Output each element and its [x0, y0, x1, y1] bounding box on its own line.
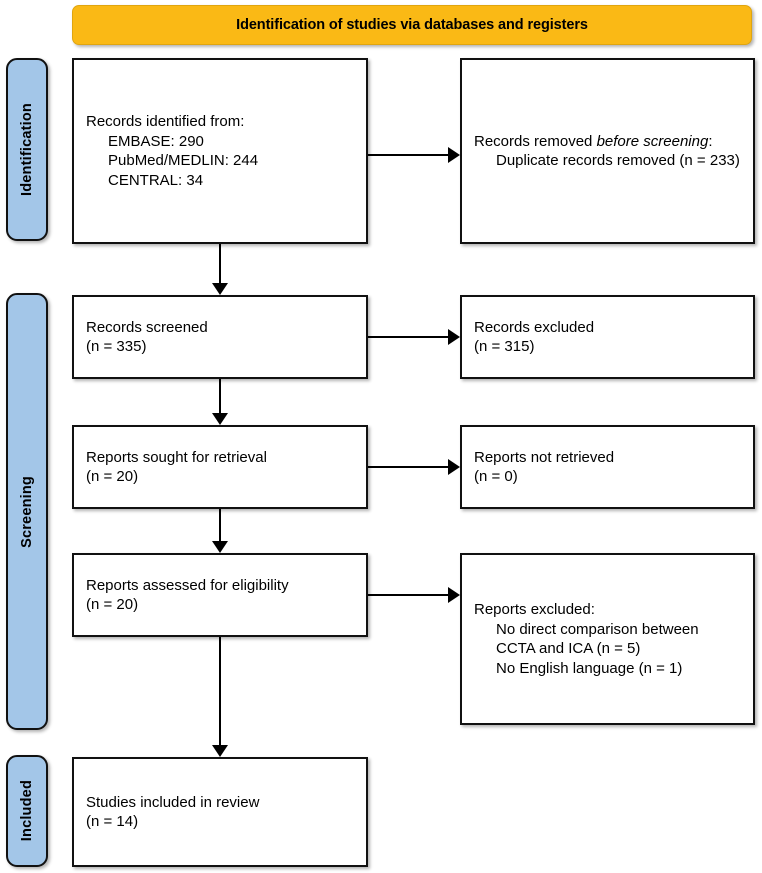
- box-records-removed-title-post: :: [708, 132, 713, 150]
- box-records-screened-count: (n = 335): [86, 338, 147, 355]
- arrowhead-screened-to-sought: [212, 413, 228, 425]
- box-records-removed-title-italic: before screening: [596, 132, 709, 150]
- arrowhead-assessed-to-included: [212, 745, 228, 757]
- connector-assessed-to-included: [219, 637, 222, 745]
- phase-tab-screening: Screening: [6, 293, 48, 730]
- box-records-screened: Records screened (n = 335): [72, 295, 368, 379]
- box-records-excluded-title: Records excluded: [474, 318, 595, 336]
- phase-banner-label: Identification of studies via databases …: [236, 17, 588, 33]
- phase-tab-identification-label: Identification: [19, 102, 35, 197]
- phase-banner-identification: Identification of studies via databases …: [72, 5, 752, 45]
- connector-identified-to-removed: [368, 154, 448, 157]
- arrowhead-sought-to-not-retrieved: [448, 459, 460, 475]
- box-records-excluded: Records excluded (n = 315): [460, 295, 755, 379]
- box-records-identified-item-embase: EMBASE: 290: [108, 132, 204, 150]
- box-records-removed-title-pre: Records removed: [474, 132, 597, 150]
- box-reports-excluded-item-no-direct-comparison: No direct comparison between CCTA and IC…: [496, 620, 699, 658]
- box-records-identified: Records identified from: EMBASE: 290 Pub…: [72, 58, 368, 244]
- box-studies-included-in-review: Studies included in review (n = 14): [72, 757, 368, 867]
- connector-identified-to-screened: [219, 244, 222, 283]
- arrowhead-identified-to-removed: [448, 147, 460, 163]
- arrowhead-sought-to-assessed: [212, 541, 228, 553]
- connector-sought-to-not-retrieved: [368, 466, 448, 469]
- connector-assessed-to-reports-excluded: [368, 594, 448, 597]
- box-records-screened-title: Records screened: [86, 318, 208, 336]
- box-reports-excluded: Reports excluded: No direct comparison b…: [460, 553, 755, 725]
- box-records-removed-title: Records removed before screening:: [474, 132, 741, 152]
- arrowhead-identified-to-screened: [212, 283, 228, 295]
- box-studies-included-count: (n = 14): [86, 813, 139, 830]
- box-reports-not-retrieved: Reports not retrieved (n = 0): [460, 425, 755, 509]
- box-records-removed-item-duplicates: Duplicate records removed (n = 233): [496, 152, 740, 169]
- connector-sought-to-assessed: [219, 509, 222, 541]
- box-reports-sought-title: Reports sought for retrieval: [86, 448, 267, 466]
- box-reports-not-retrieved-title: Reports not retrieved: [474, 448, 615, 466]
- connector-screened-to-sought: [219, 379, 222, 413]
- box-reports-assessed-title: Reports assessed for eligibility: [86, 576, 289, 594]
- box-reports-excluded-title: Reports excluded:: [474, 601, 595, 618]
- arrowhead-screened-to-records-excluded: [448, 329, 460, 345]
- arrowhead-assessed-to-reports-excluded: [448, 587, 460, 603]
- box-records-identified-item-pubmed: PubMed/MEDLIN: 244: [108, 152, 259, 169]
- box-reports-excluded-item-no-english: No English language (n = 1): [496, 659, 683, 677]
- box-records-excluded-count: (n = 315): [474, 338, 535, 355]
- phase-tab-screening-label: Screening: [19, 475, 35, 548]
- box-reports-not-retrieved-count: (n = 0): [474, 468, 518, 485]
- box-reports-sought-count: (n = 20): [86, 468, 139, 485]
- connector-screened-to-records-excluded: [368, 336, 448, 339]
- box-records-removed-before-screening: Records removed before screening: Duplic…: [460, 58, 755, 244]
- box-records-identified-item-central: CENTRAL: 34: [108, 171, 204, 189]
- box-studies-included-title: Studies included in review: [86, 793, 260, 811]
- box-reports-assessed-count: (n = 20): [86, 596, 139, 613]
- phase-tab-identification: Identification: [6, 58, 48, 241]
- box-reports-sought-for-retrieval: Reports sought for retrieval (n = 20): [72, 425, 368, 509]
- box-records-identified-title: Records identified from:: [86, 113, 245, 130]
- phase-tab-included-label: Included: [19, 780, 35, 842]
- phase-tab-included: Included: [6, 755, 48, 867]
- box-reports-assessed-for-eligibility: Reports assessed for eligibility (n = 20…: [72, 553, 368, 637]
